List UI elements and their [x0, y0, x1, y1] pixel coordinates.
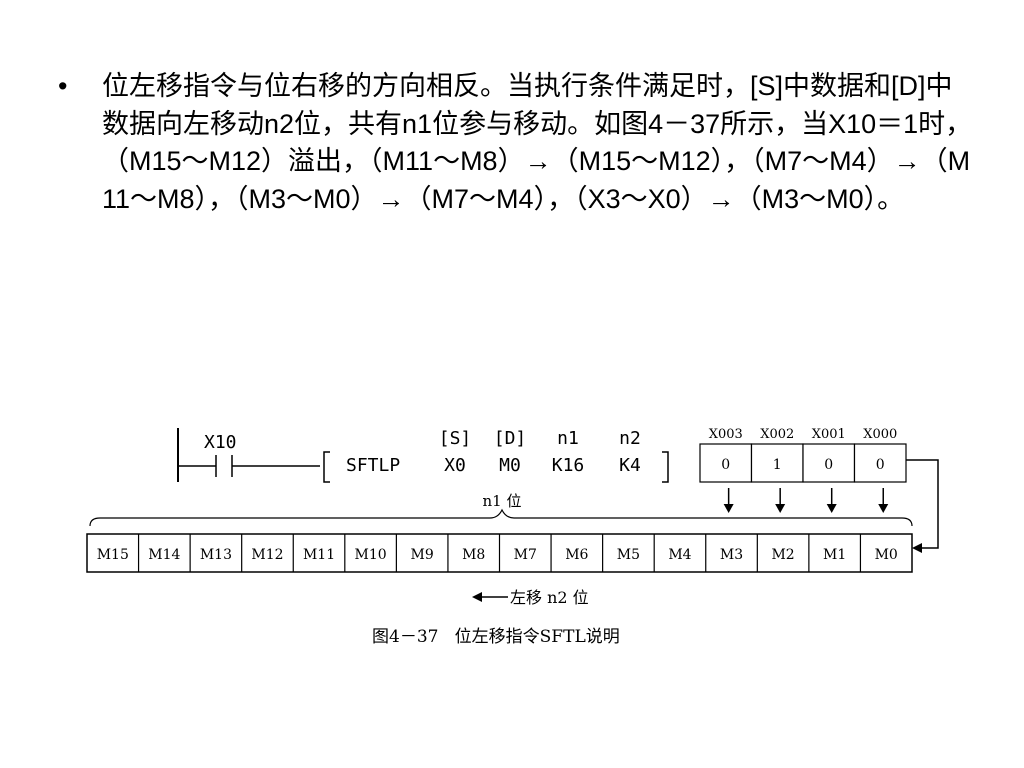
instruction-bracket-right — [662, 451, 669, 483]
input-value: 0 — [721, 457, 730, 473]
shift-in-arrow-head — [775, 504, 786, 513]
register-cell: M9 — [411, 547, 434, 563]
input-cell — [750, 443, 804, 483]
input-label: X003 — [709, 427, 743, 442]
register-cell: M6 — [565, 547, 588, 563]
register-cell: M4 — [668, 547, 691, 563]
register-cell: M0 — [875, 547, 898, 563]
shift-in-arrow-head — [723, 504, 734, 513]
instruction-bracket-left — [323, 451, 330, 483]
input-feed-line — [906, 459, 939, 549]
register-cell: M11 — [303, 547, 335, 563]
figure-caption: 图4－37 位左移指令SFTL说明 — [372, 627, 620, 647]
register-cell: M3 — [720, 547, 743, 563]
operand-value: X0 — [444, 455, 466, 476]
n1-brace — [89, 508, 913, 527]
operand-value: K4 — [619, 455, 641, 476]
register-cell: M7 — [514, 547, 537, 563]
register-cell: M14 — [148, 547, 180, 563]
register-cell: M1 — [823, 547, 846, 563]
input-cell — [699, 443, 753, 483]
input-cell — [802, 443, 856, 483]
n1-label: n1 位 — [483, 492, 522, 510]
input-bits: X003 0 X002 1 X001 0 X000 0 — [699, 427, 907, 483]
input-value: 0 — [824, 457, 833, 473]
bullet-paragraph: • 位左移指令与位右移的方向相反。当执行条件满足时，[S]中数据和[D]中数据向… — [58, 68, 978, 218]
input-value: 0 — [876, 457, 885, 473]
paragraph-text: 位左移指令与位右移的方向相反。当执行条件满足时，[S]中数据和[D]中数据向左移… — [102, 71, 973, 214]
register-cell: M15 — [97, 547, 129, 563]
shift-arrow-head — [472, 592, 482, 602]
register-cell: M12 — [251, 547, 283, 563]
operand-value: K16 — [552, 455, 585, 476]
register-row: M15 M14 M13 M12 M11 M10 M9 M8 M7 M6 M5 M4 M3 M2 M1 M0 — [86, 488, 913, 573]
input-value: 1 — [773, 457, 782, 473]
input-feed-arrowhead — [912, 543, 922, 553]
contact-label: X10 — [204, 432, 237, 453]
shift-label: 左移 n2 位 — [510, 588, 589, 607]
input-label: X001 — [812, 427, 846, 442]
operand-header: n2 — [619, 428, 641, 449]
instruction-mnemonic: SFTLP — [346, 455, 400, 476]
register-cell: M5 — [617, 547, 640, 563]
register-cell: M13 — [200, 547, 232, 563]
shift-in-arrow-head — [878, 504, 889, 513]
shift-in-arrow-head — [826, 504, 837, 513]
operand-header: [D] — [494, 428, 527, 449]
input-label: X002 — [760, 427, 794, 442]
register-cell: M2 — [771, 547, 794, 563]
register-cell: M10 — [355, 547, 387, 563]
operand-value: M0 — [499, 455, 521, 476]
operand-header: n1 — [557, 428, 579, 449]
input-label: X000 — [863, 427, 897, 442]
operand-header: [S] — [439, 428, 472, 449]
bullet-marker: • — [58, 71, 68, 101]
input-cell — [853, 443, 907, 483]
register-cell: M8 — [462, 547, 485, 563]
